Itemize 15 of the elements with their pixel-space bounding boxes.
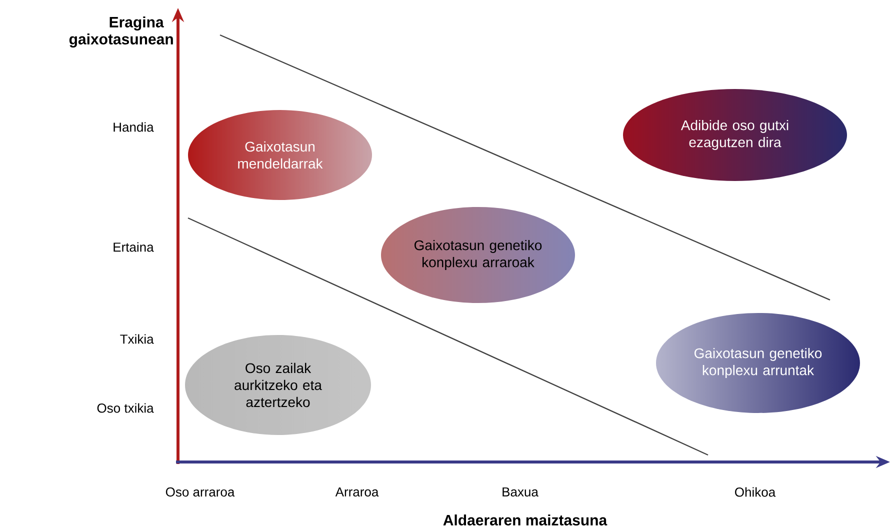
ellipse-label: Gaixotasun genetiko konplexu arraroak: [414, 240, 542, 270]
ellipse-label: Oso zailak aurkitzeko eta aztertzeko: [234, 362, 322, 408]
ellipse-label: Gaixotasun mendeldarrak: [238, 141, 323, 169]
axis-title: Eragina gaixotasunean: [69, 16, 173, 48]
tick-label: Arraroa: [335, 487, 379, 497]
tick-label: Oso arraroa: [166, 487, 235, 497]
ellipse-label: Gaixotasun genetiko konplexu arruntak: [694, 348, 822, 378]
tick-label: Ertaina: [114, 242, 154, 252]
axis-title: Aldaeraren maiztasuna: [443, 514, 608, 526]
tick-label: Baxua: [502, 487, 538, 497]
tick-label: Txikia: [120, 334, 154, 344]
ellipse-label: Adibide oso gutxi ezagutzen dira: [680, 120, 788, 150]
tick-label: Handia: [114, 122, 154, 132]
tick-label: Oso txikia: [97, 403, 154, 413]
tick-label: Ohikoa: [735, 487, 776, 497]
